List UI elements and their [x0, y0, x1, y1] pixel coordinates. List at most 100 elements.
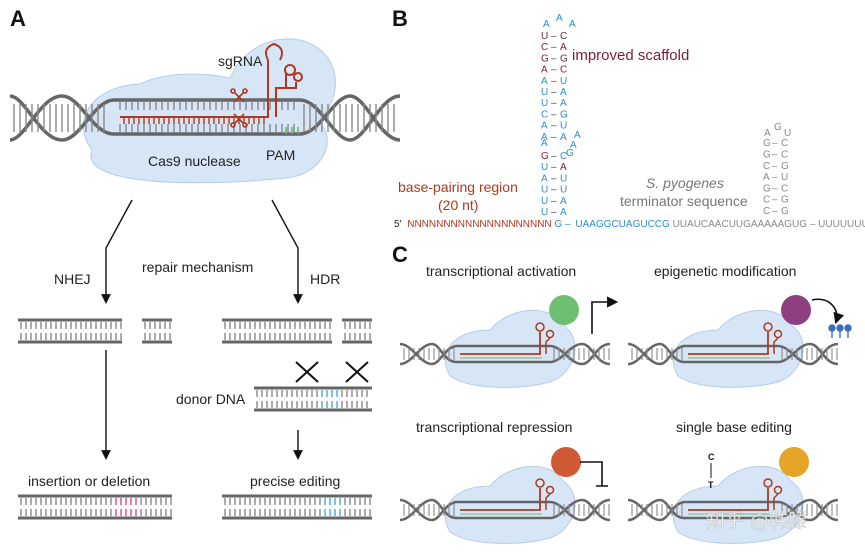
indel-label: insertion or deletion — [28, 473, 150, 489]
term-right-nt: G — [781, 161, 789, 172]
pair-dash: – — [551, 207, 557, 218]
stem-left-nt: U — [541, 98, 548, 109]
activator-domain — [549, 295, 579, 325]
donor-dna — [254, 386, 372, 412]
stem-left-nt: A — [541, 121, 548, 132]
pair-dash: – — [551, 162, 557, 173]
pam-label: PAM — [266, 147, 295, 163]
panel-b: B improved scaffold base-pairing region … — [392, 6, 865, 230]
stem-right-nt: C — [560, 151, 567, 162]
stem-right-nt: A — [560, 42, 567, 53]
indel-dna — [18, 494, 172, 520]
stem-left-nt: A — [541, 173, 548, 184]
mini-sgrna — [460, 332, 541, 355]
pair-dash: – — [772, 195, 778, 206]
stem-left-nt: U — [541, 196, 548, 207]
stem-right-nt: C — [560, 65, 567, 76]
stem-right-nt: A — [560, 196, 567, 207]
stem-right-nt: G — [560, 109, 568, 120]
stem-left-nt: A — [541, 76, 548, 87]
mini-strand — [627, 498, 839, 522]
pair-dash: – — [551, 65, 557, 76]
bulge-nt: G — [566, 148, 574, 159]
term-right-nt: U — [781, 172, 788, 183]
stem-right-nt: A — [560, 87, 567, 98]
epigenetic-label: epigenetic modification — [654, 263, 796, 279]
n-sequence: NNNNNNNNNNNNNNNNNNNN — [407, 219, 551, 230]
crossover-marks — [295, 361, 369, 383]
stem-right-nt: C — [560, 31, 567, 42]
precise-editing-label: precise editing — [250, 473, 340, 489]
stem-left-nt: A — [541, 132, 548, 143]
term-left-nt: G — [763, 183, 771, 194]
term-loop-nt: A — [764, 128, 771, 139]
loop-nt: A — [569, 19, 576, 30]
panel-c-label: C — [392, 242, 408, 267]
repression-bar — [580, 461, 608, 487]
base-editing-label: single base editing — [676, 419, 792, 435]
term-right-nt: C — [781, 150, 788, 161]
term-right-nt: C — [781, 183, 788, 194]
stem-left-nt: U — [541, 31, 548, 42]
stem-right-nt: U — [560, 76, 567, 87]
loop-nt: A — [556, 13, 563, 24]
scissors-icon — [230, 88, 248, 128]
mini-complex — [627, 310, 839, 388]
pair-dash: – — [551, 151, 557, 162]
mini-strand — [399, 342, 611, 366]
repression-label: transcriptional repression — [416, 419, 572, 435]
nhej-label: NHEJ — [54, 271, 91, 287]
stem-left-nt: A — [541, 65, 548, 76]
stem-left-nt: C — [541, 109, 548, 120]
loop-nt: A — [543, 19, 550, 30]
term-loop-nt: U — [784, 128, 791, 139]
mini-sgrna — [545, 337, 551, 354]
mini-strand — [399, 498, 611, 522]
stem-right-nt: A — [560, 98, 567, 109]
stem-left-nt: U — [541, 162, 548, 173]
stem-left-nt: U — [541, 185, 548, 196]
base-pairing-label-2: (20 nt) — [438, 197, 478, 213]
base-c-letter: C — [708, 452, 715, 462]
stem-right-nt: A — [560, 162, 567, 173]
scaffold-hairpin: U–AU–AU–UA–UU–AG–CA–AA–UC–GU–AU–AA–UA–CG… — [541, 13, 581, 218]
mini-sgrna-loop — [535, 478, 545, 488]
pair-dash: – — [551, 87, 557, 98]
term-left-nt: G — [763, 138, 771, 149]
term-left-nt: A — [763, 172, 770, 183]
pair-dash: – — [772, 150, 778, 161]
nhej-arrow — [101, 199, 133, 304]
pair-dash: – — [772, 138, 778, 149]
loop-mid-nt: A — [541, 138, 548, 149]
pyogenes-label-1: S. pyogenes — [646, 175, 724, 191]
pair-dash: – — [551, 42, 557, 53]
bulge-nt: A — [574, 130, 581, 141]
pair-dash: – — [772, 161, 778, 172]
pair-dash: – — [772, 206, 778, 217]
stem-left-nt: G — [541, 53, 549, 64]
mini-sgrna-loop — [773, 329, 783, 339]
pair-dash: – — [551, 109, 557, 120]
mini-sgrna — [773, 493, 779, 510]
mini-sgrna-loop — [773, 485, 783, 495]
improved-scaffold-label: improved scaffold — [572, 47, 689, 64]
hdr-broken-dna — [222, 318, 372, 344]
term-left-nt: C — [763, 161, 770, 172]
mini-sgrna — [460, 488, 541, 511]
gray-sequence: UUAUCAACUUGAAAAAGUG – UUUUUUU — [673, 219, 865, 230]
mini-sgrna — [545, 493, 551, 510]
stem-right-nt: G — [560, 53, 568, 64]
repressor-domain — [551, 447, 581, 477]
mini-strand — [627, 342, 839, 366]
term-right-nt: G — [781, 206, 789, 217]
stem-left-nt: U — [541, 87, 548, 98]
term-right-nt: G — [781, 195, 789, 206]
panel-b-label: B — [392, 6, 408, 31]
sgrna-ticks — [123, 117, 265, 124]
panel-a-label: A — [10, 6, 26, 31]
pam-ticks — [285, 127, 299, 134]
pair-dash: – — [551, 173, 557, 184]
pair-dash: – — [551, 53, 557, 64]
mini-strand — [399, 342, 611, 366]
